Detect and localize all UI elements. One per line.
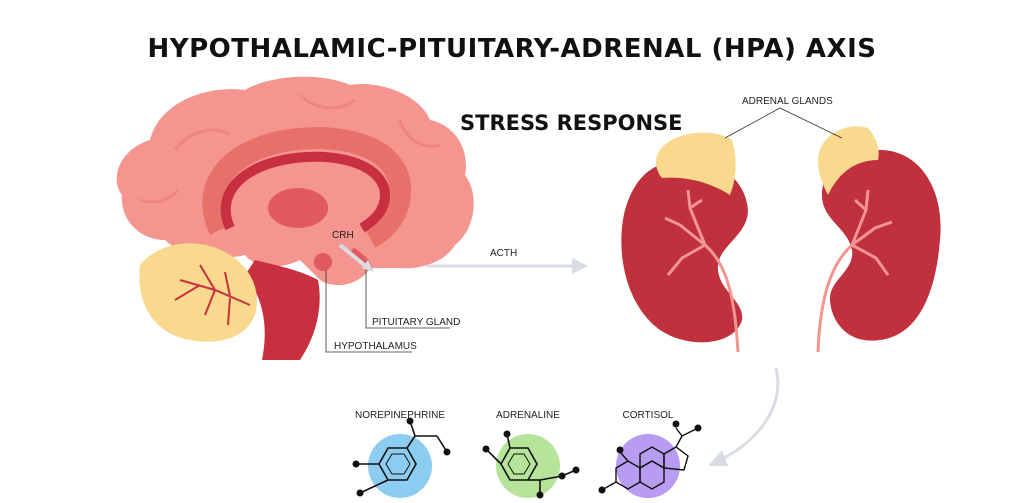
corpus-callosum bbox=[202, 127, 412, 248]
adrenaline-label: ADRENALINE bbox=[496, 410, 560, 421]
gyrus-line bbox=[173, 128, 231, 151]
crh-label: CRH bbox=[332, 230, 354, 241]
adrenal-leader bbox=[724, 107, 843, 139]
arbor-vitae bbox=[174, 264, 251, 326]
fornix bbox=[220, 151, 391, 233]
hormone-release-arrow bbox=[719, 367, 780, 462]
gyrus-line bbox=[398, 119, 441, 148]
diagram-title: HYPOTHALAMIC-PITUITARY-ADRENAL (HPA) AXI… bbox=[147, 34, 877, 64]
brainstem bbox=[245, 260, 320, 360]
norepinephrine-label: NOREPINEPHRINE bbox=[354, 410, 445, 421]
cerebellum bbox=[139, 243, 257, 342]
gyrus-line bbox=[298, 93, 356, 110]
cortisol-label: CORTISOL bbox=[622, 410, 674, 421]
right-adrenal-gland bbox=[817, 126, 879, 195]
adrenal-glands-label: ADRENAL GLANDS bbox=[742, 96, 833, 107]
hypothalamus-label: HYPOTHALAMUS bbox=[334, 341, 417, 352]
left-kidney-vessels bbox=[664, 189, 740, 353]
hypothalamus-node bbox=[314, 253, 332, 271]
left-adrenal-gland bbox=[656, 132, 736, 195]
crh-arrow bbox=[338, 243, 370, 270]
kidneys-illustration bbox=[621, 107, 941, 353]
norepinephrine-circle bbox=[368, 434, 432, 498]
left-kidney bbox=[621, 160, 748, 343]
acth-arrowhead bbox=[572, 258, 588, 274]
crh-arrowhead bbox=[362, 260, 374, 272]
pituitary-gland-label: PITUITARY GLAND bbox=[372, 317, 461, 328]
gyrus-line bbox=[139, 188, 180, 204]
diagram-subtitle: STRESS RESPONSE bbox=[460, 111, 683, 135]
acth-label: ACTH bbox=[490, 248, 518, 259]
right-kidney-vessels bbox=[816, 189, 893, 353]
pituitary-leader bbox=[365, 270, 450, 329]
right-kidney bbox=[822, 150, 941, 341]
hormone-release-arrowhead bbox=[708, 450, 728, 466]
adrenaline-circle bbox=[496, 434, 560, 498]
adrenaline-molecule bbox=[482, 430, 580, 499]
thalamus bbox=[268, 188, 328, 228]
brain-illustration bbox=[116, 76, 474, 360]
hypothalamus-leader bbox=[325, 270, 412, 353]
norepinephrine-molecule bbox=[352, 417, 451, 498]
cortisol-molecule bbox=[598, 420, 702, 498]
